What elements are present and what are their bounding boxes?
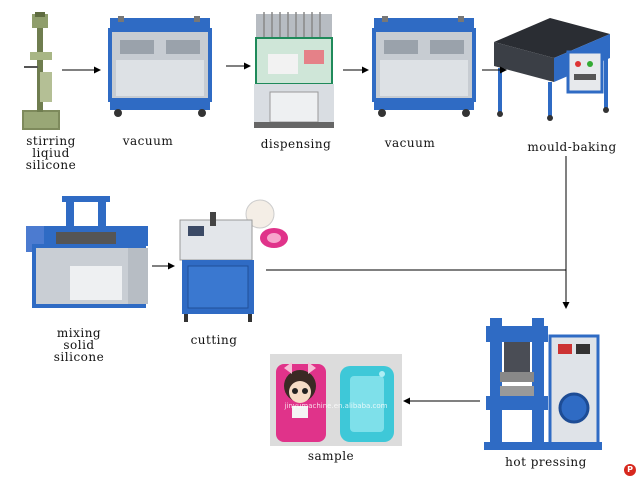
hot-pressing-machine-image xyxy=(484,318,602,450)
cutting-machine-image xyxy=(179,199,288,322)
dispensing-machine-image xyxy=(254,12,334,128)
mixing-machine-image xyxy=(26,196,148,308)
vacuum-machine-image-1 xyxy=(108,16,212,117)
mould-baking-machine-image xyxy=(494,18,610,121)
label-dispensing: dispensing xyxy=(260,137,332,151)
sample-photo: jinyumachine.en.alibaba.com xyxy=(270,354,402,446)
stirring-machine-image xyxy=(22,12,60,130)
label-cutting: cutting xyxy=(190,333,238,347)
label-hot-pressing: hot pressing xyxy=(505,455,587,469)
watermark-text: jinyumachine.en.alibaba.com xyxy=(283,402,387,410)
label-mould-baking: mould-baking xyxy=(527,140,617,154)
label-stirring: stirring liqiud silicone xyxy=(25,134,77,172)
vacuum-machine-image-2 xyxy=(372,16,476,117)
label-mixing: mixing solid silicone xyxy=(53,326,105,364)
corner-badge-icon: P xyxy=(624,464,636,476)
label-sample: sample xyxy=(307,449,355,463)
label-vacuum-2: vacuum xyxy=(384,136,436,150)
label-vacuum-1: vacuum xyxy=(122,134,174,148)
